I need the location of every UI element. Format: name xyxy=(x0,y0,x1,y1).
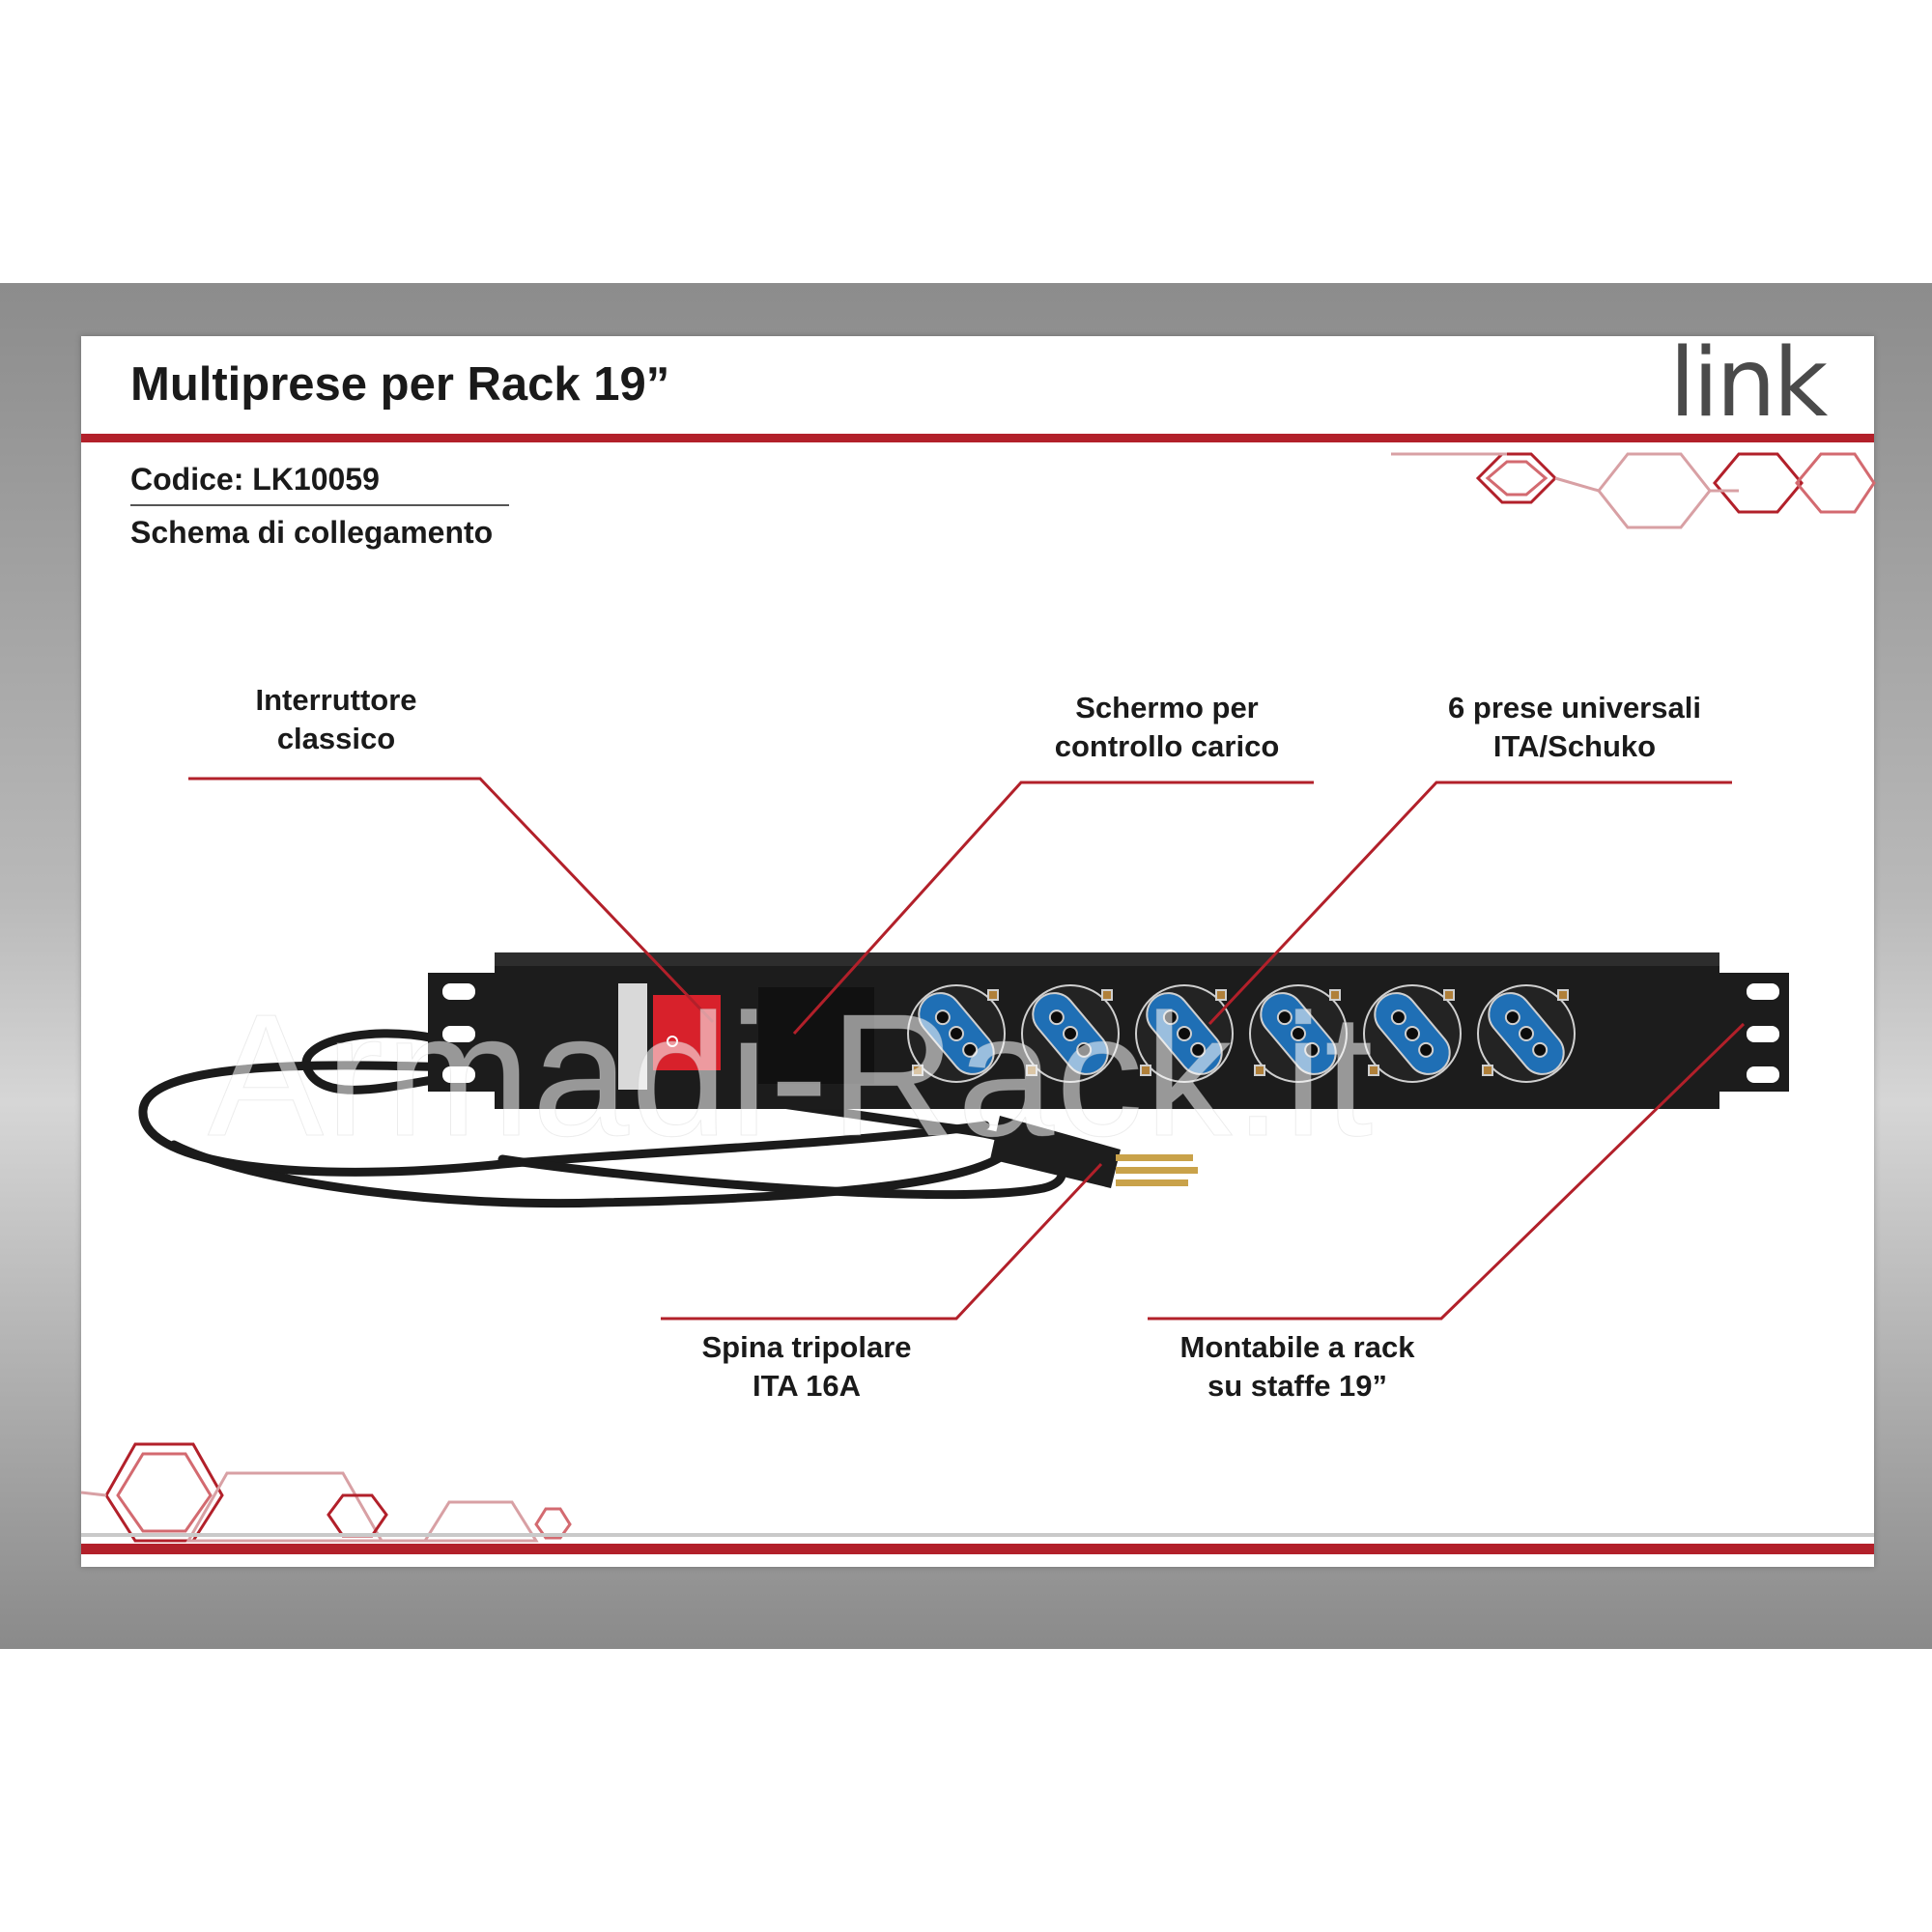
socket-icon xyxy=(907,984,1006,1083)
hexagon-decoration-top xyxy=(1391,452,1876,529)
socket-icon xyxy=(1363,984,1462,1083)
load-display-screen xyxy=(758,987,874,1084)
callout-plug: Spina tripolare ITA 16A xyxy=(701,1330,912,1403)
callout-screen: Schermo per controllo carico xyxy=(1054,691,1280,763)
socket-icon xyxy=(1021,984,1120,1083)
info-card xyxy=(81,336,1874,1567)
footer-shadow xyxy=(81,1533,1874,1537)
watermark: Armadi-Rack.it xyxy=(207,979,1376,1174)
product-code: Codice: LK10059 xyxy=(130,462,380,497)
code-underline xyxy=(130,504,509,506)
sockets xyxy=(907,984,1576,1083)
socket-icon xyxy=(1135,984,1234,1083)
plug-icon xyxy=(990,1116,1198,1188)
callout-switch: Interruttore classico xyxy=(255,683,417,755)
callout-mount: Montabile a rack su staffe 19” xyxy=(1179,1330,1415,1403)
socket-icon xyxy=(1477,984,1576,1083)
header-divider xyxy=(81,434,1874,442)
diagram-subtitle: Schema di collegamento xyxy=(130,515,494,550)
callout-lines xyxy=(188,777,1746,1321)
callout-sockets: 6 prese universali ITA/Schuko xyxy=(1448,691,1701,763)
socket-icon xyxy=(1249,984,1348,1083)
power-switch xyxy=(618,983,721,1090)
hexagon-decoration-bottom xyxy=(80,1442,572,1543)
brand-logo: link xyxy=(1669,328,1828,439)
footer-divider xyxy=(81,1544,1874,1554)
page-title: Multiprese per Rack 19” xyxy=(130,358,670,411)
